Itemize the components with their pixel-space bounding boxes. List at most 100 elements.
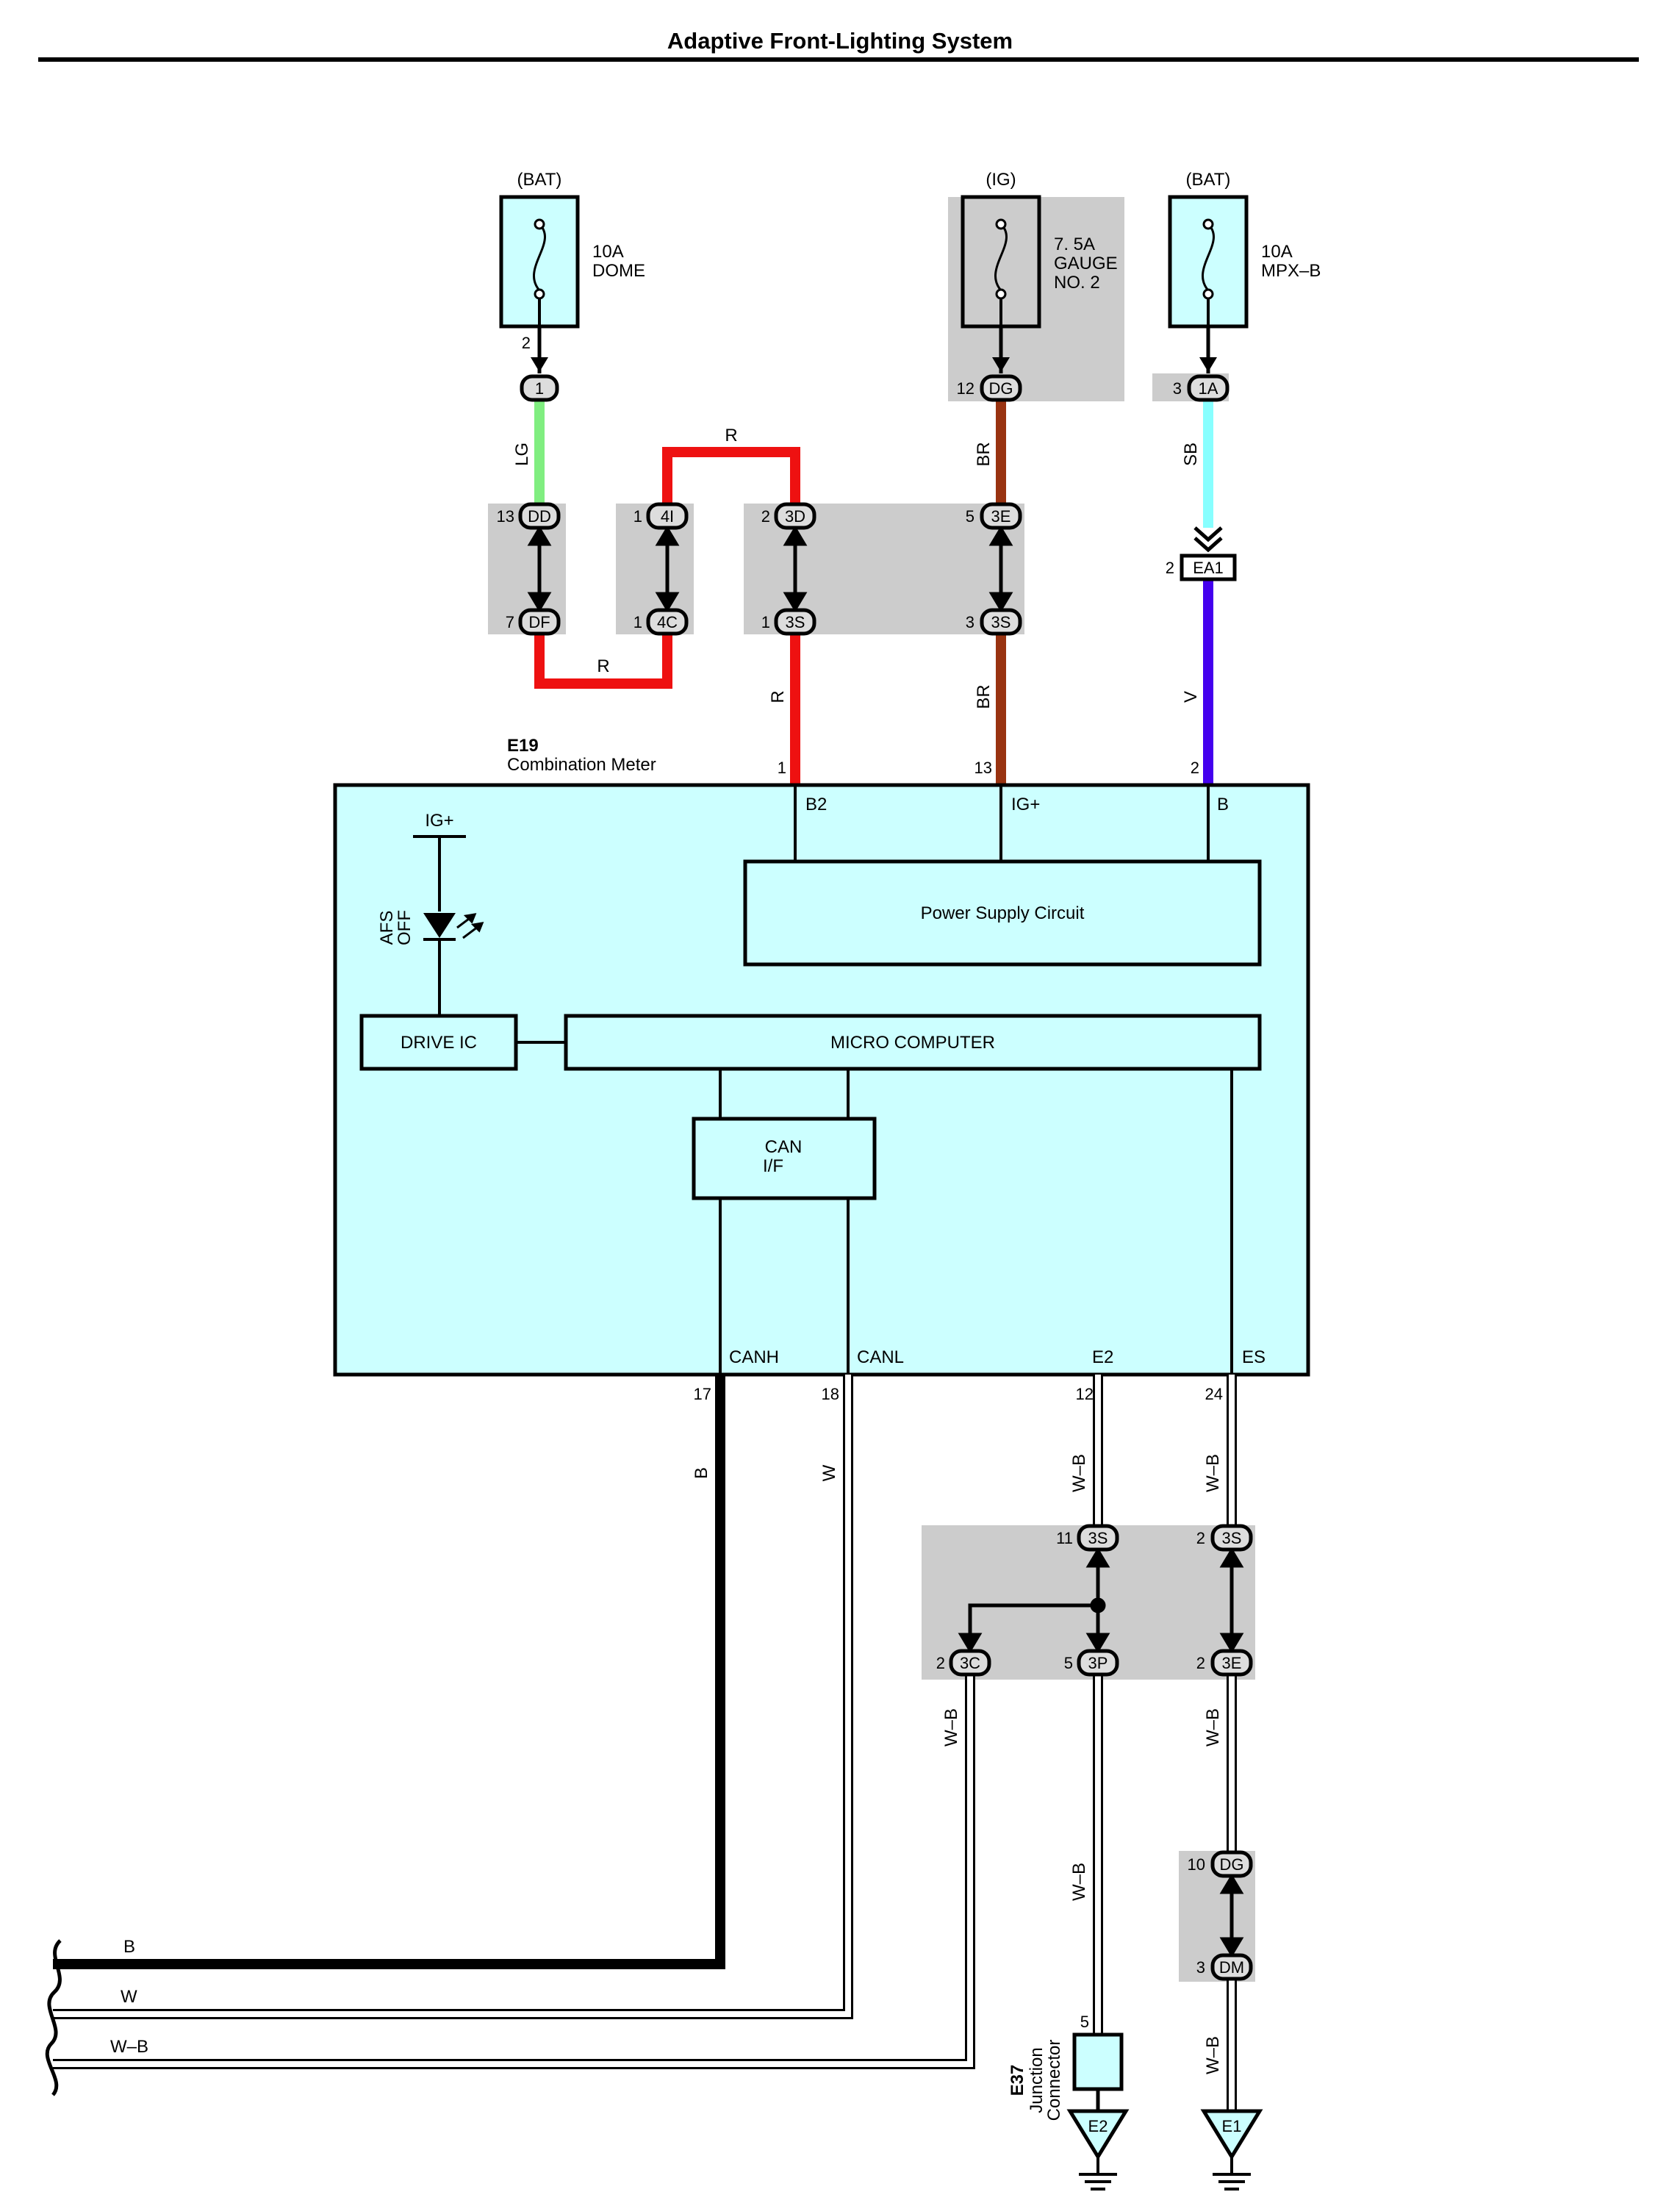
connector-id: DF	[528, 613, 550, 631]
connector-id: 3C	[960, 1654, 980, 1672]
fuse-mpx-b: (BAT) 10A MPX–B	[1168, 170, 1321, 329]
junction-label-1: Junction	[1027, 2047, 1047, 2113]
fuse-element-icon	[994, 223, 1008, 291]
wire-r-top-loop	[662, 447, 800, 506]
ground-e1: E1	[1200, 2109, 1263, 2191]
meter-pin-name: B	[1217, 795, 1229, 814]
connector-pin: 2	[761, 507, 770, 526]
drive-ic-label: DRIVE IC	[401, 1033, 477, 1053]
wire-label: B	[692, 1467, 711, 1479]
wire-labels-top: LG R R R BR BR SB V	[512, 426, 1201, 709]
connector-pin: 1	[633, 613, 642, 631]
fuse-name-label: MPX–B	[1261, 261, 1321, 281]
meter-pin-num: 2	[1191, 759, 1199, 777]
can-if-box	[692, 1117, 877, 1200]
drive-ic-box	[359, 1014, 518, 1071]
wire-label: BR	[974, 684, 994, 709]
afs-label: AFS	[377, 911, 397, 945]
fuse-element-icon	[533, 223, 546, 291]
wire-label: R	[768, 690, 788, 703]
fuse-source-label: (BAT)	[1186, 170, 1231, 190]
connector-id: 1	[535, 379, 544, 398]
ground-triangle-icon	[1066, 2109, 1130, 2160]
meter-pin-num: 18	[822, 1385, 839, 1403]
meter-pin-num: 12	[1076, 1385, 1094, 1403]
ig-plus-label: IG+	[425, 811, 453, 831]
connector-pin: 3	[1173, 379, 1182, 398]
connector-id: 1A	[1199, 379, 1218, 398]
connector-pin: 1	[761, 613, 770, 631]
connector-pin: 5	[966, 507, 974, 526]
connector-pin: 2	[936, 1654, 945, 1672]
connector-badge	[949, 1649, 991, 1677]
connector-pin: 3	[1196, 1958, 1205, 1977]
meter-pin-num: 13	[974, 759, 992, 777]
meter-id: E19	[507, 736, 539, 756]
wire-w	[53, 1375, 853, 2019]
meter-pin-name: ES	[1242, 1347, 1266, 1367]
wire-label: W	[819, 1464, 839, 1481]
micro-computer-label: MICRO COMPUTER	[830, 1033, 995, 1053]
connector-id: 3E	[991, 507, 1011, 526]
page-title: Adaptive Front-Lighting System	[667, 28, 1013, 54]
wire-labels-bottom: B W W–B W–B W–B W–B W–B W–B B W W–B	[110, 1454, 1223, 2074]
meter-pin-name: CANH	[729, 1347, 779, 1367]
fuse-rating-label: 10A	[1261, 242, 1293, 262]
junction-id: E37	[1008, 2065, 1027, 2096]
junction-connector-box	[1072, 2032, 1124, 2091]
micro-computer-box	[564, 1014, 1262, 1071]
wire-label: LG	[512, 443, 532, 466]
connector-id: 3D	[785, 507, 805, 526]
junction-pin: 5	[1080, 2013, 1089, 2031]
can-label: CAN	[765, 1137, 803, 1157]
off-label: OFF	[395, 910, 414, 945]
connector-badge	[774, 608, 816, 636]
wire-label: W–B	[1203, 2036, 1223, 2074]
connector-links-top	[527, 526, 1013, 612]
if-label: I/F	[763, 1156, 783, 1176]
meter-internals	[413, 785, 1233, 1375]
meter-pin-num: 24	[1205, 1385, 1223, 1403]
wire-label: W–B	[1069, 1454, 1089, 1492]
connector-id: DD	[528, 507, 551, 526]
connector-badge	[774, 502, 816, 530]
connector-badge	[1210, 1649, 1253, 1677]
meter-pin-name: IG+	[1011, 795, 1040, 814]
wire-label: SB	[1181, 443, 1201, 466]
connector-badge	[1077, 1649, 1119, 1677]
wire-break-icon	[45, 1939, 62, 2096]
wire-label: B	[123, 1937, 135, 1957]
fuse-name-label: DOME	[592, 261, 645, 281]
connector-id: DM	[1219, 1958, 1244, 1977]
wire-label: W–B	[1203, 1708, 1223, 1747]
connector-pin: 1	[633, 507, 642, 526]
connector-pin: 2	[522, 334, 531, 352]
connector-pin: 2	[1196, 1529, 1205, 1547]
connector-badge	[1210, 1524, 1253, 1552]
connector-pin: 11	[1056, 1529, 1073, 1547]
connector-id: DG	[989, 379, 1013, 398]
connector-pin: 13	[497, 507, 514, 526]
fuse-name-label: GAUGE	[1054, 254, 1118, 273]
connector-badge	[1210, 1953, 1253, 1981]
wire-label: W–B	[1069, 1863, 1089, 1901]
fuse-dome: (BAT) 10A DOME	[499, 170, 645, 329]
connector-pin: 2	[1166, 559, 1174, 577]
connector-pin: 5	[1064, 1654, 1073, 1672]
connector-badge	[1077, 1524, 1119, 1552]
connector-pin: 10	[1188, 1855, 1205, 1874]
ground-symbol-icon	[1213, 2157, 1251, 2191]
ground-symbol-icon	[1079, 2157, 1117, 2191]
connector-badge	[1180, 554, 1237, 581]
connector-id: 3S	[786, 613, 805, 631]
connector-id: 4C	[657, 613, 678, 631]
meter-name: Combination Meter	[507, 755, 656, 775]
led-emission-icon	[456, 913, 484, 939]
connector-badges: 1 2 DG 12 1A 3 DD 13 DF 7 4I 1 4C 1 3D 2…	[497, 334, 1237, 636]
wire-label: W–B	[110, 2037, 148, 2057]
wire-r-bottom-loop	[534, 632, 672, 689]
connector-id: 4I	[661, 507, 674, 526]
power-supply-label: Power Supply Circuit	[921, 903, 1085, 923]
wire-label: W–B	[1203, 1454, 1223, 1492]
wire-b	[53, 1375, 725, 1969]
